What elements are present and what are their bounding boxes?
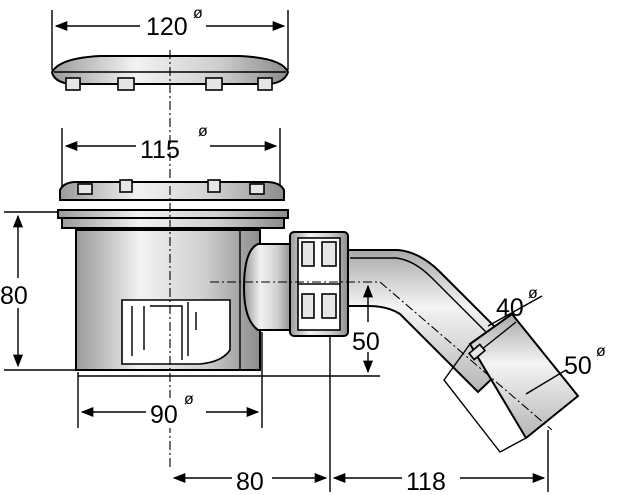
center-offset-label: 80 [236,468,264,495]
outlet-small-diameter-symbol: ø [528,285,538,302]
outlet-height-label: 50 [352,328,380,356]
drain-body [57,179,293,371]
body-diameter-symbol: ø [198,123,208,140]
body-diameter-label: 115 [140,136,180,164]
base-diameter-label: 90 [150,401,178,429]
outlet-offset-label: 118 [406,468,446,495]
cover-diameter-symbol: ø [193,5,203,22]
total-height-label: 80 [0,282,28,310]
cover-diameter-label: 120 [146,13,188,41]
outlet-assembly [289,231,580,453]
outlet-large-diameter-symbol: ø [596,343,606,360]
base-diameter-symbol: ø [184,391,194,408]
outlet-large-diameter-label: 50 [564,352,592,380]
outlet-small-diameter-label: 40 [496,294,524,322]
